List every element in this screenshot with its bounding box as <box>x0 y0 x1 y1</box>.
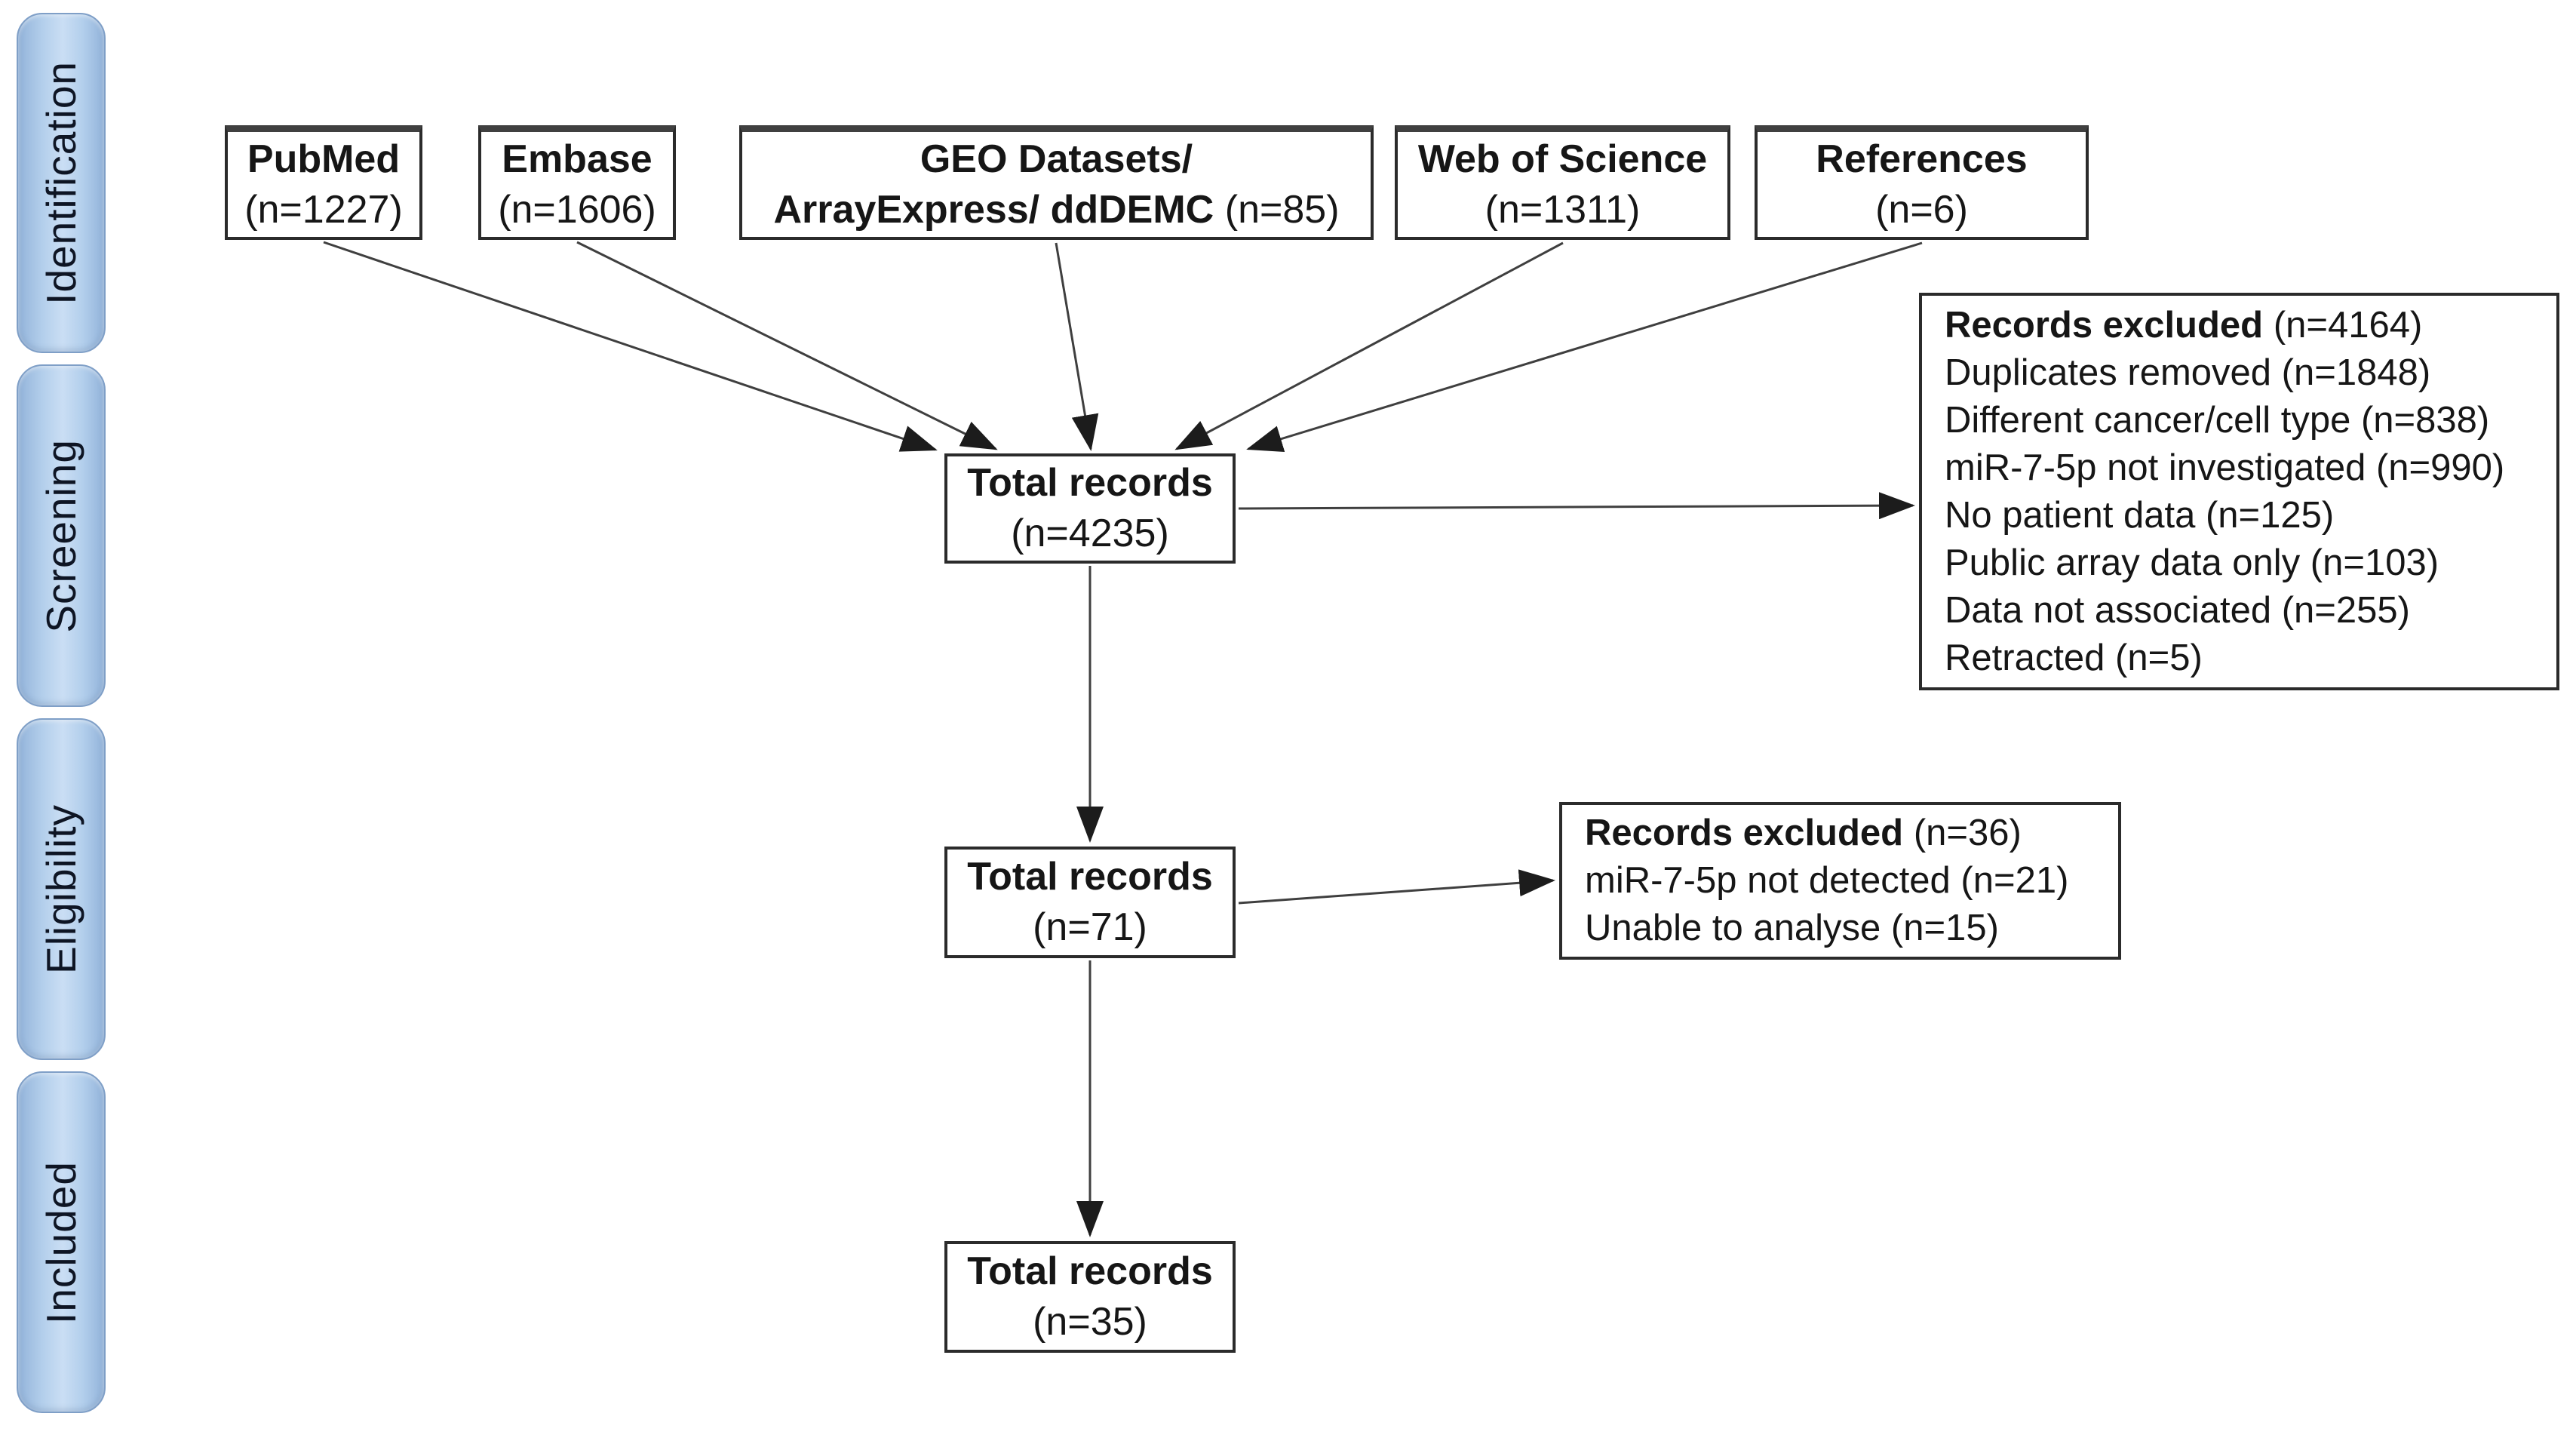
source-name: Embase <box>502 137 652 181</box>
source-box-geo-arrayexpress-dddemc: GEO Datasets/ ArrayExpress/ ddDEMC(n=85) <box>739 125 1374 240</box>
excluded-reason: Duplicates removed (n=1848) <box>1945 352 2431 393</box>
excluded-count: (n=4164) <box>2273 304 2423 346</box>
source-box-embase: Embase (n=1606) <box>478 125 676 240</box>
total-count: (n=35) <box>1033 1300 1147 1344</box>
source-name-line2: ArrayExpress/ ddDEMC(n=85) <box>773 187 1340 232</box>
source-box-pubmed: PubMed (n=1227) <box>225 125 422 240</box>
excluded-reason: miR-7-5p not detected (n=21) <box>1585 860 2069 901</box>
excluded-box-eligibility: Records excluded(n=36) miR-7-5p not dete… <box>1559 802 2121 960</box>
arrow-wos-to-total <box>1174 241 1564 450</box>
excluded-reason: Public array data only (n=103) <box>1945 542 2439 583</box>
source-name: PubMed <box>247 137 401 181</box>
stage-label-screening: Screening <box>38 438 84 633</box>
arrow-geo-to-total <box>1055 242 1099 451</box>
arrow-embase-to-total <box>576 241 998 450</box>
excluded-reason: No patient data (n=125) <box>1945 494 2335 536</box>
source-name: Web of Science <box>1417 137 1708 181</box>
source-box-web-of-science: Web of Science (n=1311) <box>1395 125 1730 240</box>
source-name-line1: GEO Datasets/ <box>920 137 1193 181</box>
source-count: (n=1311) <box>1485 187 1641 232</box>
arrow-total-to-excluded-eligibility <box>1238 869 1555 905</box>
excluded-reason: Unable to analyse (n=15) <box>1585 908 1999 948</box>
excluded-box-screening: Records excluded(n=4164) Duplicates remo… <box>1919 293 2559 690</box>
stage-pill-screening: Screening <box>17 364 106 707</box>
excluded-reason: Data not associated (n=255) <box>1945 589 2410 631</box>
source-count: (n=85) <box>1224 187 1340 232</box>
source-count: (n=1227) <box>244 187 403 232</box>
excluded-reason: miR-7-5p not investigated (n=990) <box>1945 447 2505 488</box>
source-count: (n=1606) <box>498 187 656 232</box>
excluded-count: (n=36) <box>1913 813 2022 853</box>
arrow-pubmed-to-total <box>323 241 938 452</box>
source-box-references: References (n=6) <box>1755 125 2089 240</box>
stage-label-eligibility: Eligibility <box>38 804 84 974</box>
total-title: Total records <box>967 461 1213 505</box>
total-records-box-eligibility: Total records (n=71) <box>944 847 1236 958</box>
source-name: References <box>1816 137 2028 181</box>
arrow-total-to-excluded-screening <box>1238 492 1915 520</box>
total-records-box-screening: Total records (n=4235) <box>944 453 1236 564</box>
total-count: (n=4235) <box>1011 512 1169 555</box>
excluded-title-line: Records excluded(n=4164) <box>1945 304 2423 346</box>
excluded-reason: Retracted (n=5) <box>1945 637 2203 678</box>
total-title: Total records <box>967 1249 1213 1293</box>
total-title: Total records <box>967 855 1213 899</box>
arrow-references-to-total <box>1246 241 1923 453</box>
stage-pill-identification: Identification <box>17 13 106 353</box>
total-records-box-included: Total records (n=35) <box>944 1241 1236 1353</box>
stage-label-identification: Identification <box>38 61 84 305</box>
stage-pill-included: Included <box>17 1071 106 1413</box>
excluded-title-line: Records excluded(n=36) <box>1585 813 2022 853</box>
source-count: (n=6) <box>1875 187 1968 232</box>
stage-pill-eligibility: Eligibility <box>17 718 106 1060</box>
stage-label-included: Included <box>38 1160 84 1324</box>
excluded-reason: Different cancer/cell type (n=838) <box>1945 399 2490 441</box>
total-count: (n=71) <box>1033 905 1147 949</box>
